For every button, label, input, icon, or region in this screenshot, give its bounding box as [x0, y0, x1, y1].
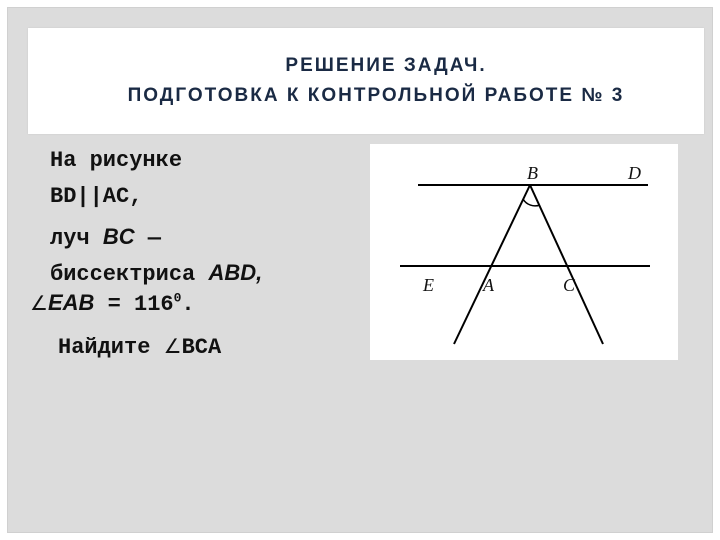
problem-line-5: ∠EAB = 1160. [30, 290, 195, 317]
parallel-statement: BD||AC, [50, 184, 143, 209]
angle-arc-b [522, 198, 541, 207]
problem-line-1: На рисунке [50, 148, 182, 173]
angle-icon: ∠ [30, 291, 48, 315]
bisector-word: биссектриса [50, 262, 196, 287]
problem-line-4: биссектриса ABD, [50, 260, 262, 287]
problem-intro: На рисунке [50, 148, 183, 173]
given-angle-value: = 116 [107, 292, 174, 317]
target-angle: BCA [181, 335, 222, 360]
title-band: РЕШЕНИЕ ЗАДАЧ. ПОДГОТОВКА К КОНТРОЛЬНОЙ … [28, 28, 704, 134]
ray-name: BC [102, 224, 135, 249]
point-label-e: E [422, 275, 434, 295]
point-label-a: A [482, 275, 495, 295]
segment-ba [453, 184, 531, 345]
point-label-b: B [527, 163, 538, 183]
angle-icon: ∠ [163, 334, 182, 358]
segment-bc [529, 184, 604, 345]
geometry-figure: B D E A C [370, 144, 678, 360]
dash: — [147, 226, 161, 251]
given-angle: EAB [47, 290, 95, 315]
problem-line-2: BD||AC, [50, 184, 142, 209]
degree-mark: 0 [173, 290, 182, 306]
slide-title-line-2: ПОДГОТОВКА К КОНТРОЛЬНОЙ РАБОТЕ № 3 [127, 85, 625, 106]
problem-line-6: Найдите ∠BCA [58, 334, 221, 360]
bisected-angle: ABD, [208, 260, 263, 285]
problem-line-3: луч BC — [50, 224, 161, 251]
slide-title-line-1: РЕШЕНИЕ ЗАДАЧ. [285, 55, 487, 76]
point-label-c: C [563, 275, 576, 295]
period: . [181, 292, 195, 317]
find-word: Найдите [58, 335, 151, 360]
point-label-d: D [627, 163, 641, 183]
ray-word: луч [50, 226, 90, 251]
geometry-diagram: B D E A C [400, 163, 650, 345]
